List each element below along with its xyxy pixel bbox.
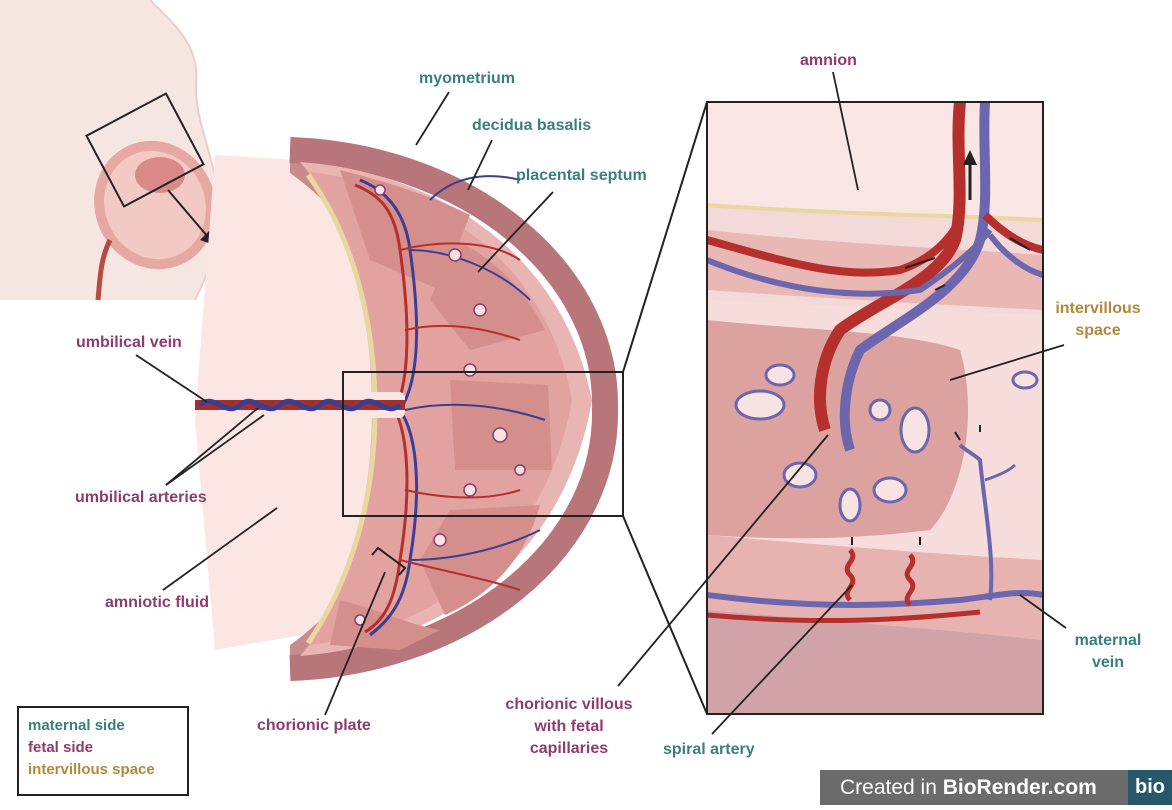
umbilical-cord (195, 392, 405, 418)
label-placental-septum: placental septum (516, 166, 647, 186)
label-maternal-vein-line2: vein (1092, 653, 1124, 673)
biorender-watermark[interactable]: Created in BioRender.com bio (820, 770, 1172, 805)
label-intervillous-space-line1: intervillous (1055, 299, 1140, 319)
label-chorionic-villous-line2: with fetal (534, 717, 603, 737)
zoom-panel (707, 102, 1043, 714)
label-amniotic-fluid: amniotic fluid (105, 593, 209, 613)
label-umbilical-arteries: umbilical arteries (75, 488, 207, 508)
label-spiral-artery: spiral artery (663, 740, 755, 760)
label-chorionic-villous-line1: chorionic villous (505, 695, 632, 715)
watermark-prefix: Created in (840, 776, 943, 799)
label-myometrium: myometrium (419, 69, 515, 89)
biorender-logo-icon: bio (1128, 770, 1172, 805)
label-chorionic-villous-line3: capillaries (530, 739, 608, 759)
pregnant-body-illustration (0, 0, 237, 300)
label-umbilical-vein: umbilical vein (76, 333, 182, 353)
label-chorionic-plate: chorionic plate (257, 716, 371, 736)
watermark-brand: BioRender.com (943, 776, 1097, 799)
legend-intervillous-space: intervillous space (28, 759, 178, 781)
label-amnion: amnion (800, 51, 857, 71)
watermark-text: Created in BioRender.com (840, 770, 1097, 805)
label-intervillous-space-line2: space (1075, 321, 1120, 341)
legend-maternal-side: maternal side (28, 715, 178, 737)
legend: maternal side fetal side intervillous sp… (17, 706, 189, 796)
label-decidua-basalis: decidua basalis (472, 116, 591, 136)
label-maternal-vein-line1: maternal (1075, 631, 1142, 651)
legend-fetal-side: fetal side (28, 737, 178, 759)
